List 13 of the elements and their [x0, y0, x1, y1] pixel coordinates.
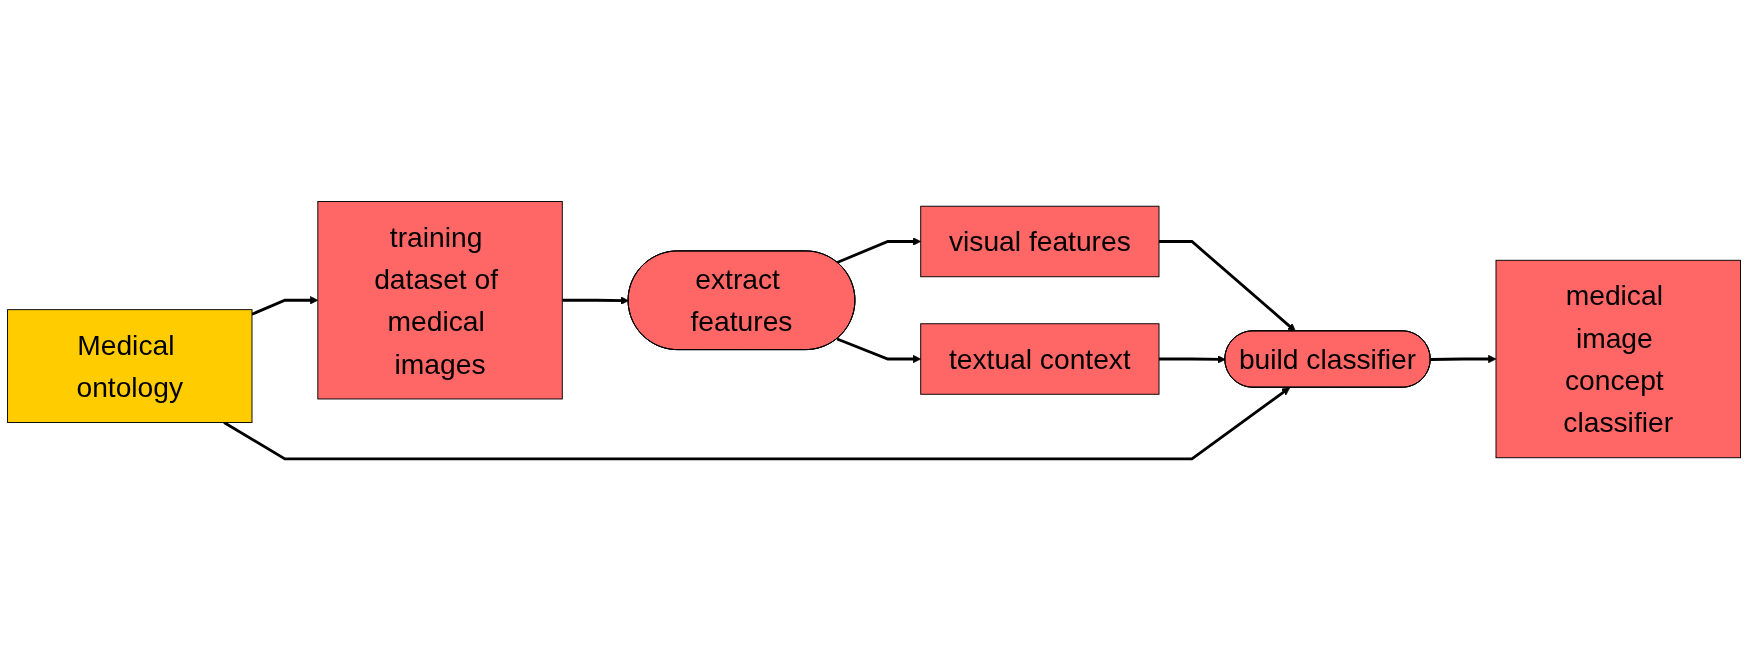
node-box: Medical ontology — [7, 308, 253, 423]
arrow — [1159, 239, 1296, 332]
node-box: textual context — [920, 323, 1160, 395]
arrow — [562, 296, 629, 305]
node-box: medical image concept classifier — [1495, 259, 1741, 458]
arrow — [251, 295, 319, 316]
node-box: visual features — [920, 205, 1160, 277]
arrow — [1159, 355, 1226, 364]
arrow — [836, 237, 922, 264]
node-box: training dataset of medical images — [317, 200, 563, 400]
arrow — [836, 337, 922, 363]
arrow — [1430, 354, 1497, 363]
arrow — [223, 387, 1291, 461]
